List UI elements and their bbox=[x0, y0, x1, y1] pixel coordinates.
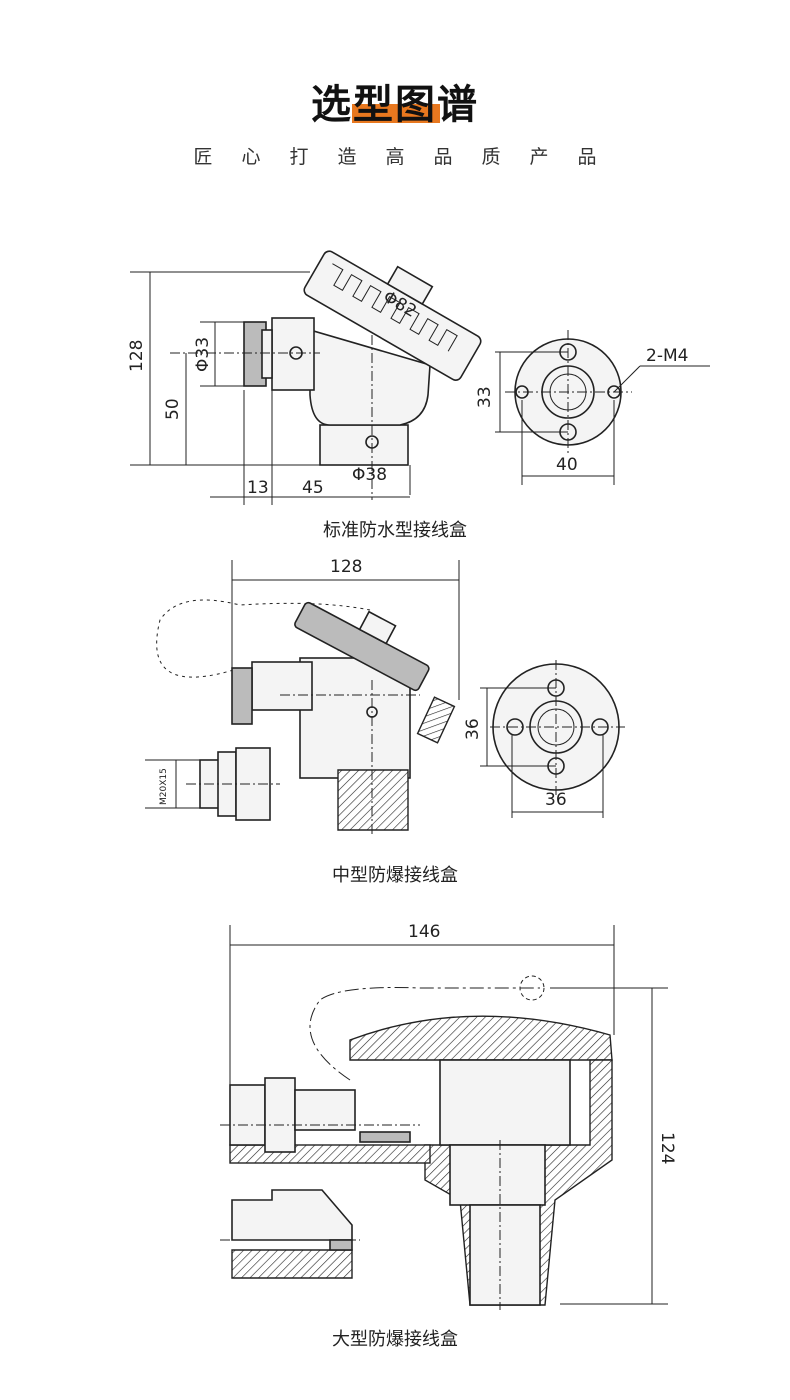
dim-thread-dia: Φ33 bbox=[193, 337, 213, 372]
dim-hole-v: 33 bbox=[475, 386, 495, 408]
dim-height: 128 bbox=[127, 340, 147, 372]
medium-explosion-proof-box-drawing: M20X15 128 36 36 bbox=[145, 557, 625, 835]
caption-standard-waterproof: 标准防水型接线盒 bbox=[323, 520, 467, 541]
dim-hole-h: 36 bbox=[545, 790, 567, 810]
dim-hole-v: 36 bbox=[463, 718, 483, 740]
dim-hole-h: 40 bbox=[556, 455, 578, 475]
large-explosion-proof-box-drawing: 146 124 bbox=[220, 922, 677, 1310]
page-subtitle: 匠心打造高品质产品 bbox=[193, 146, 626, 168]
dim-holes: 2-M4 bbox=[646, 346, 688, 366]
side-view: 128 50 Φ33 Φ82 13 45 Φ38 bbox=[127, 250, 482, 505]
dim-height: 124 bbox=[657, 1132, 677, 1164]
dim-width: 128 bbox=[330, 557, 362, 577]
dim-base-dia: Φ38 bbox=[352, 465, 387, 485]
dim-thread: M20X15 bbox=[159, 768, 169, 805]
dim-width: 146 bbox=[408, 922, 440, 942]
dim-offset-13: 13 bbox=[247, 478, 269, 498]
page-title: 选型图谱 bbox=[311, 82, 479, 128]
standard-waterproof-box-drawing: 128 50 Φ33 Φ82 13 45 Φ38 33 40 bbox=[127, 250, 710, 505]
caption-medium-explosion-proof: 中型防爆接线盒 bbox=[332, 865, 458, 886]
top-view: 33 40 2-M4 bbox=[475, 330, 710, 485]
dim-lower-height: 50 bbox=[163, 398, 183, 420]
dim-offset-45: 45 bbox=[302, 478, 324, 498]
title-accent-bar bbox=[352, 104, 440, 123]
caption-large-explosion-proof: 大型防爆接线盒 bbox=[332, 1329, 458, 1350]
